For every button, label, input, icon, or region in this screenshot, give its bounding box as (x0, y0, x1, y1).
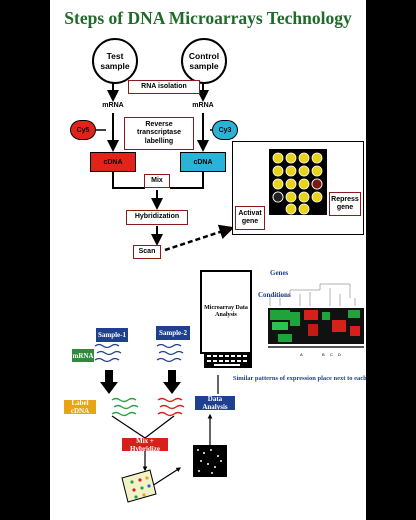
microarray-wells (272, 152, 323, 215)
repressed-gene-box: Repress gene (329, 192, 361, 216)
data-analysis-tag: Data Analysis (195, 395, 235, 411)
mrna-left-label: mRNA (102, 102, 124, 109)
computer-screen-text: Microarray Data Analysis (204, 305, 248, 318)
diagram-panel: Steps of DNA Microarrays Technology Test… (50, 0, 366, 520)
mrna-right-label: mRNA (192, 102, 214, 109)
control-sample-circle: Control sample (181, 38, 227, 84)
conditions-label: Conditions (258, 291, 291, 299)
svg-text:C: C (330, 352, 333, 357)
page-title: Steps of DNA Microarrays Technology (64, 8, 352, 28)
cdna-right-box: cDNA (180, 152, 226, 172)
test-sample-label: Test sample (100, 51, 130, 71)
cdna-left-box: cDNA (90, 152, 136, 172)
connector-arrows (94, 81, 235, 503)
expression-caption: Similar patterns of expression place nex… (232, 375, 366, 382)
slide-icon (121, 469, 157, 503)
sample-1-tag: Sample-1 (96, 328, 128, 342)
computer-monitor: Microarray Data Analysis (200, 270, 252, 354)
reverse-transcriptase-box: Reverse transcriptase labelling (124, 117, 194, 150)
microarray-chip-frame: Activat gene Repress gene (232, 141, 364, 235)
label-cdna-tag: Label cDNA (64, 399, 96, 415)
computer-keyboard (204, 352, 252, 368)
cy5-dye: Cy5 (70, 120, 96, 140)
test-sample-circle: Test sample (92, 38, 138, 84)
activated-gene-box: Activat gene (235, 206, 265, 230)
mrna-tag: mRNA (72, 349, 94, 362)
genes-label: Genes (270, 269, 289, 277)
hybridization-box: Hybridization (126, 210, 188, 225)
rna-isolation-box: RNA isolation (128, 80, 200, 94)
cy3-dye: Cy3 (212, 120, 238, 140)
microarray-grid (269, 149, 327, 215)
svg-text:A: A (300, 352, 303, 357)
scan-result-image (193, 445, 227, 477)
mix-box: Mix (144, 174, 170, 188)
svg-text:D: D (338, 352, 341, 357)
scan-box: Scan (133, 245, 161, 259)
mix-hybridize-tag: Mix + Hybridize (122, 437, 168, 453)
sample-2-tag: Sample-2 (156, 326, 190, 340)
svg-text:B: B (322, 352, 325, 357)
control-sample-label: Control sample (188, 51, 220, 71)
